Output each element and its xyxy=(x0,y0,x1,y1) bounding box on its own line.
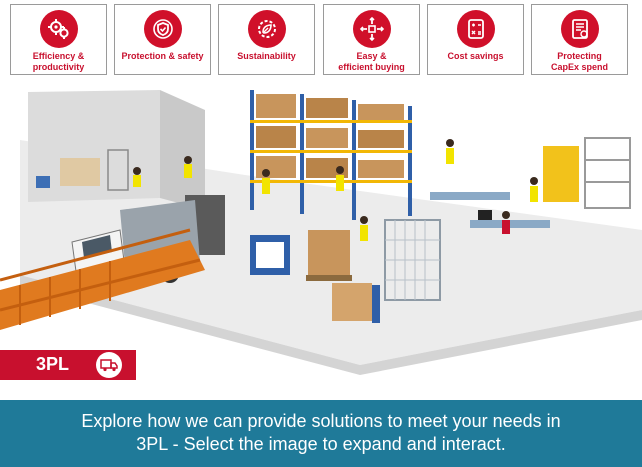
tile-protection-safety[interactable]: Protection & safety xyxy=(114,4,211,75)
computer-monitor xyxy=(478,210,492,220)
tile-label: Efficiency &productivity xyxy=(32,51,85,72)
leaf-gear-icon xyxy=(247,10,286,48)
tile-efficiency-productivity[interactable]: Efficiency &productivity xyxy=(10,4,107,75)
gears-icon xyxy=(39,10,78,48)
room-cart xyxy=(107,149,129,191)
warehouse-illustration[interactable] xyxy=(0,80,642,380)
sector-badge-3pl[interactable]: 3PL xyxy=(0,350,136,380)
pallet-base xyxy=(306,275,352,281)
workers xyxy=(133,139,538,241)
yellow-panel xyxy=(543,146,579,202)
arrows-icon xyxy=(352,10,391,48)
room-bin xyxy=(36,176,50,188)
packing-table-1 xyxy=(430,192,510,200)
loading-dock xyxy=(0,228,205,330)
floor-shadow xyxy=(20,275,642,375)
cta-banner[interactable]: Explore how we can provide solutions to … xyxy=(0,400,642,467)
document-icon xyxy=(560,10,599,48)
delivery-truck-icon xyxy=(96,352,122,378)
blue-unit xyxy=(372,285,380,323)
cta-message: Explore how we can provide solutions to … xyxy=(81,411,561,454)
tile-easy-efficient-buying[interactable]: Easy &efficient buying xyxy=(323,4,420,75)
category-tiles: Efficiency &productivity Protection & sa… xyxy=(10,4,630,78)
room-shelf xyxy=(60,158,100,186)
tile-label: Sustainability xyxy=(237,51,296,61)
wire-shelving xyxy=(584,137,631,209)
room-side-wall xyxy=(160,90,205,210)
pallet-racks xyxy=(250,90,412,220)
tile-sustainability[interactable]: Sustainability xyxy=(218,4,315,75)
pallet-boxes-2 xyxy=(332,283,372,321)
sector-badge-label: 3PL xyxy=(36,354,70,374)
tile-label: Easy &efficient buying xyxy=(338,51,405,72)
tile-label: Cost savings xyxy=(447,51,504,61)
tile-cost-savings[interactable]: Cost savings xyxy=(427,4,524,75)
pallet-boxes-1 xyxy=(308,230,350,275)
tile-label: Protection & safety xyxy=(121,51,204,61)
calculator-icon xyxy=(456,10,495,48)
shield-icon xyxy=(143,10,182,48)
